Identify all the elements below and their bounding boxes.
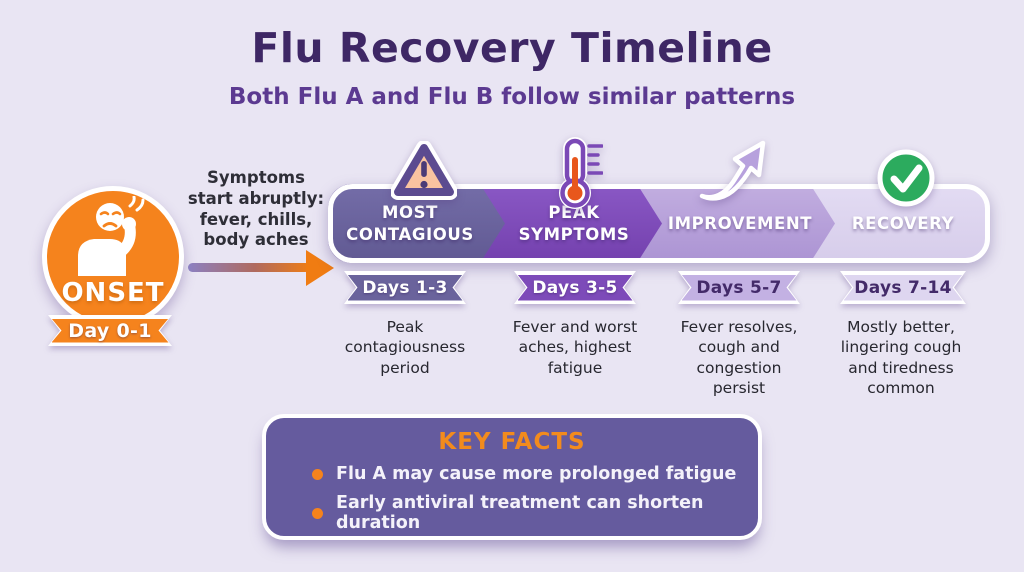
stage-description-2: Fever and worst aches, highest fatigue <box>512 318 638 377</box>
bullet-dot <box>312 468 323 480</box>
onset-days-label: Day 0-1 <box>68 319 152 342</box>
stage-description-3: Fever resolves, cough and congestion per… <box>680 318 798 398</box>
stage-segment-most-contagious <box>328 184 505 263</box>
onset-label: ONSET <box>61 278 165 308</box>
onset-arrow-head <box>306 250 334 286</box>
stage-days-label: Days 7-14 <box>854 277 952 298</box>
stage-days-label: Days 5-7 <box>696 277 782 298</box>
check-circle-icon <box>877 149 935 207</box>
page-title: Flu Recovery Timeline <box>251 24 773 72</box>
sick-person-icon <box>78 196 145 276</box>
bullet-dot <box>312 507 323 519</box>
thermometer-icon <box>559 137 603 209</box>
onset-days-ribbon: Day 0-1 <box>48 315 172 346</box>
key-facts-item: Flu A may cause more prolonged fatigue <box>312 464 758 484</box>
ribbon-fill <box>52 319 169 343</box>
stage-description-1: Peak contagiousness period <box>344 318 466 377</box>
stage-days-ribbon-1: Days 1-3 <box>344 271 466 304</box>
stage-label-peak-symptoms: PEAK SYMPTOMS <box>518 203 630 244</box>
key-facts-title: KEY FACTS <box>438 429 586 455</box>
stage-label-improvement: IMPROVEMENT <box>667 213 813 233</box>
key-facts-item: Early antiviral treatment can shorten du… <box>312 493 758 533</box>
timeline-bar <box>328 184 990 263</box>
page-subtitle: Both Flu A and Flu B follow similar patt… <box>228 84 796 110</box>
rising-arrow-icon <box>699 140 766 201</box>
ribbon-fill <box>518 275 633 301</box>
stage-label-most-contagious: MOST CONTAGIOUS <box>346 203 474 244</box>
onset-arrow <box>188 263 310 272</box>
stage-label-recovery: RECOVERY <box>851 213 955 233</box>
key-facts-item-text: Flu A may cause more prolonged fatigue <box>336 464 737 484</box>
stage-description-4: Mostly better, lingering cough and tired… <box>840 318 962 398</box>
stage-days-ribbon-2: Days 3-5 <box>514 271 636 304</box>
key-facts-box: KEY FACTS Flu A may cause more prolonged… <box>262 414 762 540</box>
stage-days-label: Days 1-3 <box>362 277 448 298</box>
stage-days-label: Days 3-5 <box>532 277 618 298</box>
symptoms-note: Symptoms start abruptly: fever, chills, … <box>187 168 325 250</box>
stage-days-ribbon-4: Days 7-14 <box>840 271 966 304</box>
ribbon-fill <box>682 275 797 301</box>
ribbon-fill <box>348 275 463 301</box>
key-facts-list: Flu A may cause more prolonged fatigue E… <box>266 464 758 533</box>
ribbon-fill <box>844 275 963 301</box>
warning-triangle-icon <box>391 141 457 200</box>
stage-days-ribbon-3: Days 5-7 <box>678 271 800 304</box>
key-facts-item-text: Early antiviral treatment can shorten du… <box>336 493 704 533</box>
